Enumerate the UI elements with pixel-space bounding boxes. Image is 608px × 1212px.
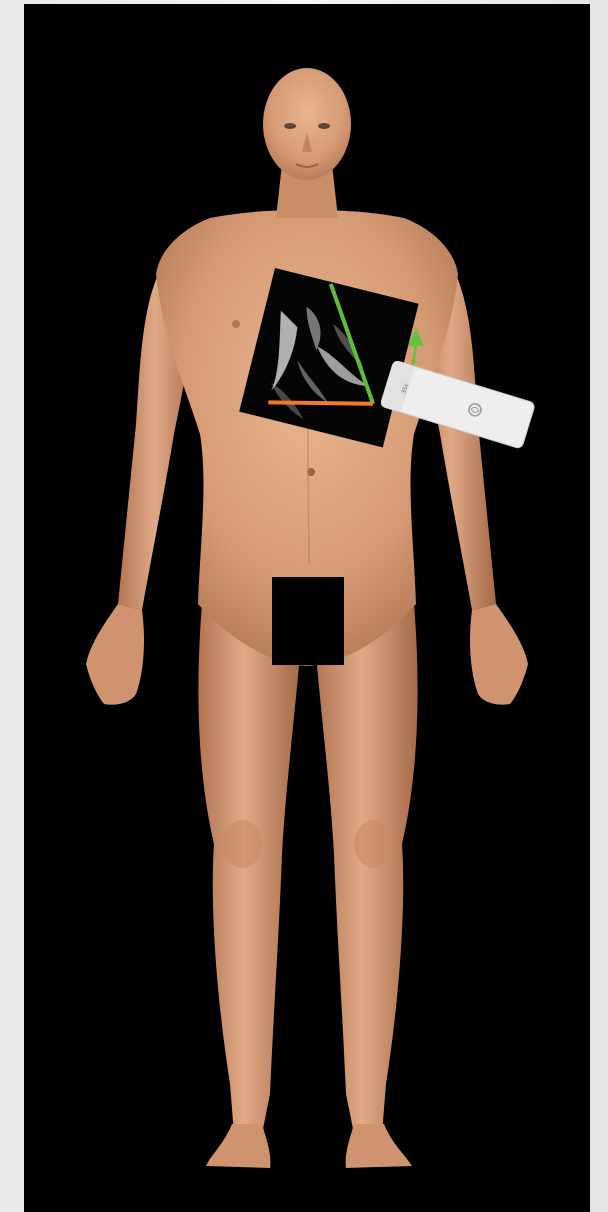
right-foot	[206, 1124, 270, 1168]
censor-box	[272, 577, 344, 665]
right-hand	[86, 604, 144, 705]
head	[263, 68, 351, 180]
right-leg	[198, 604, 300, 1134]
left-foot	[346, 1124, 412, 1168]
right-knee	[222, 820, 262, 868]
right-nipple	[232, 320, 240, 328]
left-eye	[318, 123, 330, 129]
3d-viewport[interactable]: 3Sc	[24, 4, 590, 1212]
left-hand	[470, 604, 528, 705]
left-knee	[354, 820, 394, 868]
right-eye	[284, 123, 296, 129]
left-leg	[316, 604, 418, 1134]
body-scene	[24, 4, 590, 1212]
